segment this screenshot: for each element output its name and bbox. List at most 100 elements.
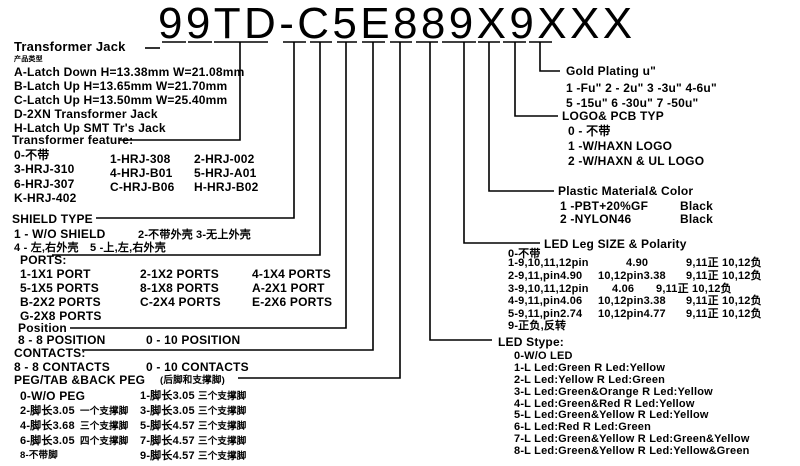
transformer-jack-subtitle: 产品类型 [14, 56, 43, 63]
led-leg-item: 9,11正 10,12负 [686, 295, 762, 307]
position-item: 8 - 8 POSITION [18, 333, 106, 347]
shield-item: 5 -上,左,右外壳 [90, 242, 166, 254]
peg-item-note: 三个支撑脚 [198, 406, 247, 417]
port-item: C-2X4 PORTS [140, 295, 221, 309]
peg-item-note: 三个支撑脚 [198, 421, 247, 432]
port-item: A-2X1 PORT [252, 281, 325, 295]
logo-title: LOGO& PCB TYP [562, 109, 664, 123]
jack-item: H-Latch Up SMT Tr's Jack [14, 121, 166, 135]
contacts-item: 0 - 10 CONTACTS [146, 360, 249, 374]
led-style-item: 0-W/O LED [514, 350, 573, 362]
shield-type-title: SHIELD TYPE [12, 212, 93, 226]
jack-item: B-Latch Up H=13.65mm W=21.70mm [14, 79, 228, 93]
logo-item: 0 - 不带 [568, 124, 611, 138]
feature-item: 4-HRJ-B01 [110, 166, 173, 180]
feature-item: K-HRJ-402 [14, 191, 77, 205]
port-item: 1-1X1 PORT [20, 267, 91, 281]
peg-item-note: 三个支撑脚 [198, 436, 247, 447]
feature-item: 0-不带 [14, 148, 50, 162]
peg-item-note: 一个支撑脚 [80, 406, 129, 417]
gold-item: 5 -15u" 6 -30u" 7 -50u" [566, 96, 699, 110]
plastic-color: Black [680, 199, 714, 213]
peg-item-note: 四个支撑脚 [80, 436, 129, 447]
port-item: E-2X6 PORTS [252, 295, 333, 309]
jack-item: D-2XN Transformer Jack [14, 107, 158, 121]
plastic-item: 2 -NYLON46 [560, 212, 632, 226]
ports-title: PORTS: [20, 253, 67, 267]
led-leg-item: 0-不带 [508, 248, 541, 260]
feature-item: H-HRJ-B02 [194, 180, 259, 194]
jack-item: A-Latch Down H=13.38mm W=21.08mm [14, 65, 245, 79]
contacts-item: 8 - 8 CONTACTS [14, 360, 110, 374]
led-leg-item: 10,12pin3.38 [598, 270, 666, 282]
led-leg-item: 1-9,10,11,12pin [508, 257, 589, 269]
led-style-item: 6-L Led:Red R Led:Green [514, 421, 652, 433]
led-leg-item: 4-9,11,pin4.06 [508, 295, 583, 307]
contacts-title: CONTACTS: [14, 346, 86, 360]
peg-item: 8-不带脚 [20, 450, 58, 461]
port-item: B-2X2 PORTS [20, 295, 101, 309]
feature-item: 6-HRJ-307 [14, 177, 75, 191]
peg-item: 3-脚长3.05 [140, 405, 195, 417]
peg-item: 0-W/O PEG [20, 389, 86, 403]
shield-item: 1 - W/O SHIELD [14, 227, 106, 241]
position-item: 0 - 10 POSITION [146, 333, 241, 347]
led-leg-item: 2-9,11,pin4.90 [508, 270, 583, 282]
transformer-feature-title: Transformer feature: [12, 133, 134, 147]
port-item: 4-1X4 PORTS [252, 267, 331, 281]
led-style-item: 1-L Led:Green R Led:Yellow [514, 362, 666, 374]
peg-item: 9-脚长4.57 [140, 450, 195, 462]
led-leg-item: 9,11正 10,12负 [686, 257, 762, 269]
port-item: 2-1X2 PORTS [140, 267, 219, 281]
peg-item-note: 三个支撑脚 [80, 421, 129, 432]
part-number-code: 99TD-C5E889X9XXX [158, 0, 636, 48]
led-leg-item: 4.90 [626, 257, 649, 269]
peg-item: 6-脚长3.05 [20, 435, 75, 447]
peg-item: 7-脚长4.57 [140, 435, 195, 447]
peg-item: 5-脚长4.57 [140, 420, 195, 432]
gold-item: 1 -Fu" 2 - 2u" 3 -3u" 4-6u" [566, 81, 717, 95]
feature-item: 1-HRJ-308 [110, 152, 171, 166]
led-style-item: 2-L Led:Yellow R Led:Green [514, 374, 666, 386]
port-item: G-2X8 PORTS [20, 309, 102, 323]
shield-item: 4 - 左,右外壳 [14, 242, 79, 254]
led-style-title: LED Stype: [498, 335, 565, 349]
feature-item: C-HRJ-B06 [110, 180, 175, 194]
peg-item-note: 三个支撑脚 [198, 391, 247, 402]
peg-title-cn: (后脚和支撑脚) [160, 375, 225, 386]
logo-item: 1 -W/HAXN LOGO [568, 139, 673, 153]
plastic-item: 1 -PBT+20%GF [560, 199, 649, 213]
peg-item: 2-脚长3.05 [20, 405, 75, 417]
led-leg-item: 3-9,10,11,12pin [508, 283, 589, 295]
plastic-color: Black [680, 212, 714, 226]
led-style-item: 3-L Led:Green&Orange R Led:Yellow [514, 386, 713, 398]
led-style-item: 7-L Led:Green&Yellow R Led:Green&Yellow [514, 433, 750, 445]
led-style-item: 5-L Led:Green&Yellow R Led:Yellow [514, 409, 709, 421]
led-leg-item: 10,12pin3.38 [598, 295, 666, 307]
led-leg-item: 4.06 [612, 283, 635, 295]
led-leg-item: 5-9,11,pin2.74 [508, 308, 583, 320]
led-leg-item: 9,11正 10,12负 [656, 283, 732, 295]
plastic-title: Plastic Material& Color [558, 184, 694, 198]
port-item: 5-1X5 PORTS [20, 281, 99, 295]
feature-item: 5-HRJ-A01 [194, 166, 257, 180]
feature-item: 2-HRJ-002 [194, 152, 255, 166]
peg-item: 1-脚长3.05 [140, 390, 195, 402]
transformer-jack-title: Transformer Jack [14, 39, 126, 54]
led-leg-item: 9,11正 10,12负 [686, 270, 762, 282]
position-title: Position [18, 321, 67, 335]
peg-item: 4-脚长3.68 [20, 420, 75, 432]
feature-item: 3-HRJ-310 [14, 162, 75, 176]
led-leg-item: 9,11正 10,12负 [686, 308, 762, 320]
logo-item: 2 -W/HAXN & UL LOGO [568, 154, 705, 168]
jack-item: C-Latch Up H=13.50mm W=25.40mm [14, 93, 228, 107]
shield-item: 2-不带外壳 [138, 229, 193, 241]
led-leg-item: 10,12pin4.77 [598, 308, 666, 320]
led-leg-item: 9-正负,反转 [508, 320, 567, 332]
led-style-item: 8-L Led:Green&Yellow R Led:Yellow&Green [514, 445, 750, 457]
shield-item: 3-无上外壳 [196, 229, 251, 241]
peg-item-note: 三个支撑脚 [198, 451, 247, 462]
led-leg-title: LED Leg SIZE & Polarity [544, 237, 687, 251]
